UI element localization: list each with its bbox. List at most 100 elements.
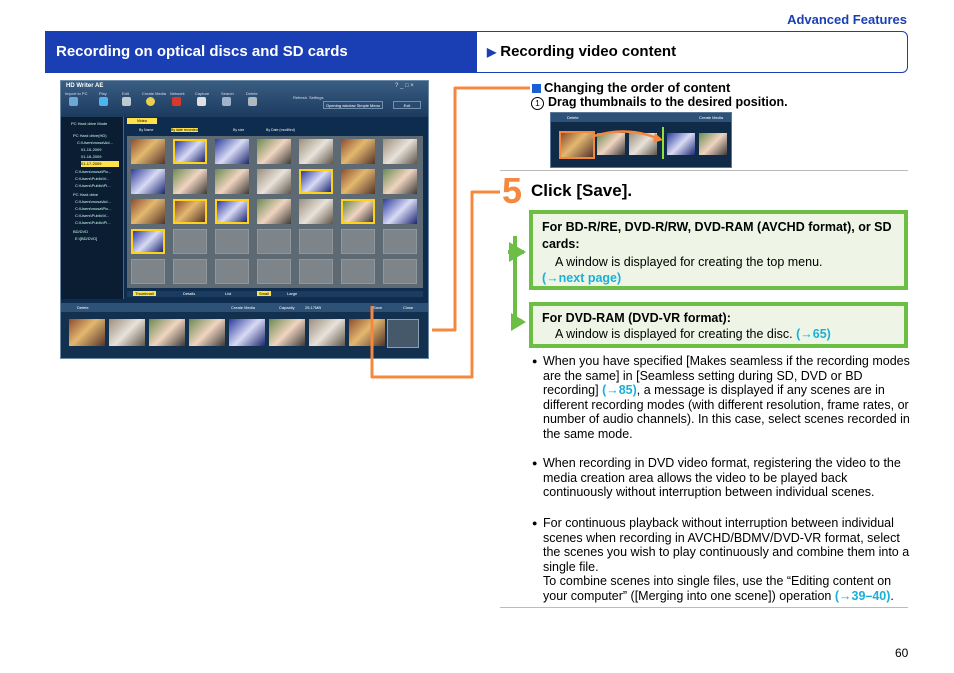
bottom-create-media[interactable]: Create Media bbox=[231, 305, 256, 310]
view-small[interactable]: Small bbox=[257, 291, 272, 296]
toolbar-delete[interactable]: Delete bbox=[246, 91, 258, 96]
toolbar-search[interactable]: Search bbox=[221, 91, 234, 96]
sort-by-name[interactable]: By Name bbox=[139, 128, 154, 132]
media-thumbnail[interactable] bbox=[69, 319, 105, 346]
tree-item[interactable]: 01-15-2009 bbox=[81, 147, 102, 152]
tree-item[interactable]: 01-16-2009 bbox=[81, 154, 102, 159]
video-thumbnail[interactable] bbox=[215, 139, 249, 164]
media-thumbnail[interactable] bbox=[149, 319, 185, 346]
toolbar-edit[interactable]: Edit bbox=[122, 91, 129, 96]
sort-by-size[interactable]: By size bbox=[233, 128, 245, 132]
exit-button[interactable]: Exit bbox=[393, 101, 421, 109]
save-button[interactable]: Save bbox=[373, 305, 383, 310]
media-thumbnail[interactable] bbox=[189, 319, 225, 346]
divider bbox=[500, 170, 908, 171]
video-thumbnail[interactable] bbox=[131, 199, 165, 224]
media-thumbnail[interactable] bbox=[309, 319, 345, 346]
video-thumbnail[interactable] bbox=[341, 139, 375, 164]
simple-menu-button[interactable]: Opening window Simple Menu bbox=[323, 101, 383, 109]
media-thumbnail[interactable] bbox=[349, 319, 385, 346]
view-list[interactable]: List bbox=[225, 291, 232, 296]
toolbar-capture[interactable]: Capture bbox=[195, 91, 210, 96]
toolbar-import[interactable]: Import to PC bbox=[65, 91, 88, 96]
tab-video[interactable]: Video bbox=[127, 118, 157, 124]
mini-thumbnail[interactable] bbox=[597, 133, 625, 155]
disc-icon[interactable] bbox=[146, 97, 155, 106]
mini-delete[interactable]: Delete bbox=[567, 115, 579, 120]
video-thumbnail[interactable] bbox=[299, 139, 333, 164]
trash-icon[interactable] bbox=[248, 97, 257, 106]
simple-menu-label: Simple Menu bbox=[356, 103, 381, 108]
video-thumbnail[interactable] bbox=[131, 139, 165, 164]
youtube-icon[interactable] bbox=[172, 97, 181, 106]
video-thumbnail[interactable] bbox=[257, 139, 291, 164]
toolbar-play[interactable]: Play bbox=[99, 91, 107, 96]
settings-label[interactable]: Settings bbox=[309, 95, 324, 100]
tree-item[interactable]: PC Hard drive bbox=[73, 192, 99, 197]
link-39-40[interactable]: (→39–40) bbox=[834, 588, 891, 603]
media-thumbnail[interactable] bbox=[269, 319, 305, 346]
box2-link[interactable]: (→65) bbox=[796, 327, 831, 341]
tree-item[interactable]: E:\[BD/DVD] bbox=[75, 236, 98, 241]
video-thumbnail[interactable] bbox=[299, 199, 333, 224]
close-button[interactable]: Close bbox=[403, 305, 414, 310]
tree-item[interactable]: C:\Users\mosa\Pic... bbox=[75, 169, 112, 174]
mini-thumbnail[interactable] bbox=[667, 133, 695, 155]
toolbar-create-media[interactable]: Create Media bbox=[142, 91, 167, 96]
tree-item[interactable]: C:\Users\Public\Pi... bbox=[75, 220, 111, 225]
edit-icon[interactable] bbox=[122, 97, 131, 106]
dragged-thumbnail[interactable] bbox=[559, 131, 595, 159]
search-icon[interactable] bbox=[222, 97, 231, 106]
tree-item[interactable]: C:\Users\mosa\Ad... bbox=[75, 199, 111, 204]
view-details[interactable]: Details bbox=[183, 291, 196, 296]
sort-by-modified[interactable]: By Date (modified) bbox=[266, 128, 295, 132]
media-thumbnail[interactable] bbox=[229, 319, 265, 346]
video-thumbnail[interactable] bbox=[341, 199, 375, 224]
window-controls[interactable]: ? _ □ × bbox=[395, 83, 414, 89]
tree-item[interactable]: C:\Users\Public\Pi... bbox=[75, 183, 111, 188]
tree-item[interactable]: BD/DVD bbox=[73, 229, 89, 234]
tree-item[interactable]: PC Hard drive(HD) bbox=[73, 133, 107, 138]
opening-window-label: Opening window bbox=[326, 103, 356, 108]
toolbar-network[interactable]: Network bbox=[170, 91, 185, 96]
view-large[interactable]: Large bbox=[287, 291, 298, 296]
bullet-dot-icon: ● bbox=[532, 356, 538, 366]
mini-create-media[interactable]: Create Media bbox=[699, 115, 724, 120]
video-thumbnail[interactable] bbox=[383, 139, 417, 164]
tree-item-selected[interactable]: 01-17-2009 bbox=[81, 161, 119, 167]
bottom-delete[interactable]: Delete bbox=[77, 305, 89, 310]
sort-by-date[interactable]: By date recorded bbox=[171, 128, 198, 132]
media-thumbnail[interactable] bbox=[109, 319, 145, 346]
camera-icon[interactable] bbox=[197, 97, 206, 106]
tree-item[interactable]: C:\Users\Public\V... bbox=[75, 176, 110, 181]
video-thumbnail[interactable] bbox=[383, 169, 417, 194]
tree-item[interactable]: C:\Users\mosa\Ad... bbox=[77, 140, 113, 145]
tree-item[interactable]: C:\Users\mosa\Pic... bbox=[75, 206, 112, 211]
video-thumbnail[interactable] bbox=[383, 199, 417, 224]
tree-item[interactable]: C:\Users\Public\V... bbox=[75, 213, 110, 218]
view-thumbnail[interactable]: Thumbnail bbox=[133, 291, 156, 296]
tree-root[interactable]: PC Hard drive Mode bbox=[71, 121, 108, 126]
video-thumbnail[interactable] bbox=[299, 169, 333, 194]
video-thumbnail[interactable] bbox=[215, 169, 249, 194]
box1-link[interactable]: (→next page) bbox=[542, 271, 622, 285]
video-thumbnail[interactable] bbox=[257, 199, 291, 224]
video-thumbnail[interactable] bbox=[131, 169, 165, 194]
note-item: ● When you have specified [Makes seamles… bbox=[532, 354, 910, 444]
video-thumbnail[interactable] bbox=[215, 199, 249, 224]
empty-slot bbox=[257, 229, 291, 254]
video-thumbnail[interactable] bbox=[257, 169, 291, 194]
video-thumbnail[interactable] bbox=[131, 229, 165, 254]
insert-marker bbox=[662, 127, 664, 159]
mini-thumbnail[interactable] bbox=[699, 133, 727, 155]
video-thumbnail[interactable] bbox=[341, 169, 375, 194]
play-icon[interactable] bbox=[99, 97, 108, 106]
video-thumbnail[interactable] bbox=[173, 169, 207, 194]
mini-thumbnail[interactable] bbox=[629, 133, 657, 155]
video-thumbnail[interactable] bbox=[173, 139, 207, 164]
import-icon[interactable] bbox=[69, 97, 78, 106]
link-85[interactable]: (→85) bbox=[602, 383, 637, 397]
refresh-label[interactable]: Refresh bbox=[293, 95, 308, 100]
video-thumbnail[interactable] bbox=[173, 199, 207, 224]
